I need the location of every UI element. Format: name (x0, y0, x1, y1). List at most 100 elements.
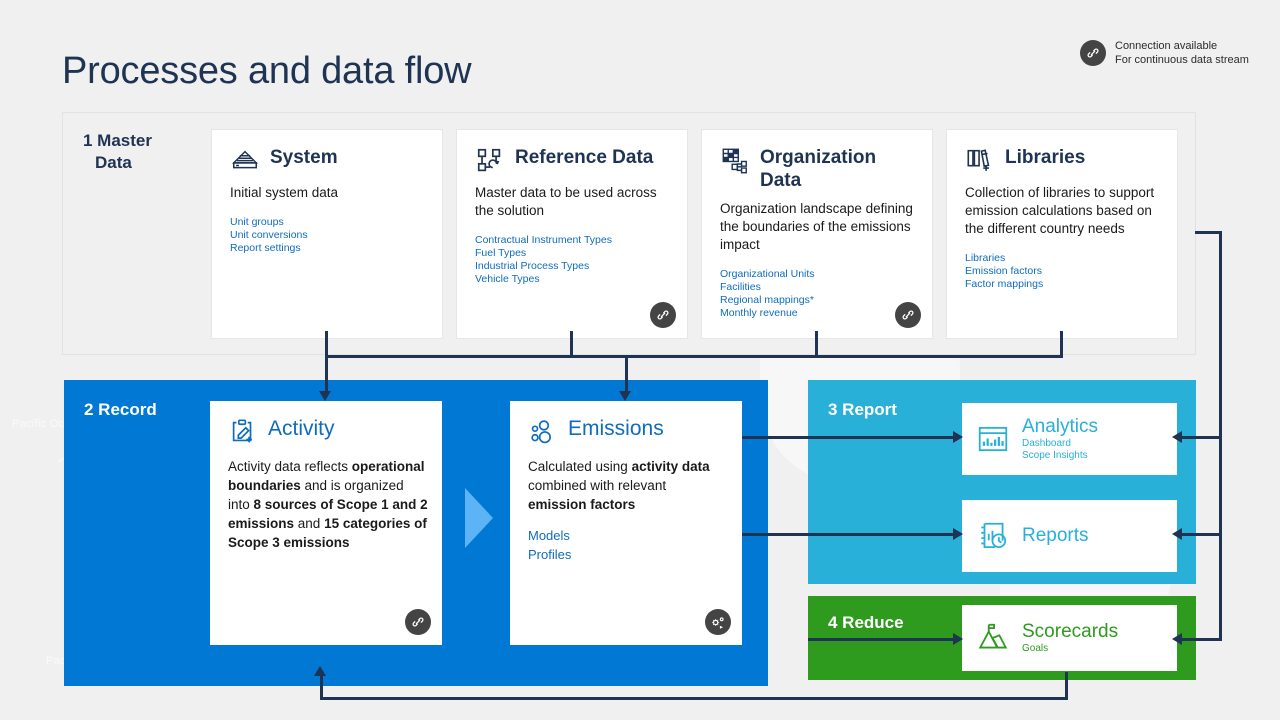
connector-emissions-to-analytics (742, 436, 957, 439)
page-title: Processes and data flow (62, 50, 472, 92)
section-master-data-label: 1 Master Data (83, 130, 193, 174)
arrowhead-right-bus-to-reports (1172, 528, 1182, 540)
link-libraries[interactable]: Libraries (965, 252, 1006, 264)
bubbles-icon (528, 417, 558, 447)
card-emissions-title: Emissions (568, 417, 664, 440)
link-contractual-instrument-types[interactable]: Contractual Instrument Types (475, 234, 612, 246)
card-libraries[interactable]: Libraries Collection of libraries to sup… (946, 129, 1178, 339)
connector-system-to-activity (325, 331, 328, 393)
chain-link-icon (650, 302, 676, 328)
card-reference-data-title: Reference Data (515, 147, 654, 168)
connector-master-bus (325, 355, 1063, 358)
section-master-data: 1 Master Data System Initial system data… (62, 112, 1196, 355)
link-profiles[interactable]: Profiles (528, 547, 572, 562)
card-activity-body: Activity data reflects operational bound… (228, 459, 428, 550)
connector-feedback-bottom (320, 697, 1068, 700)
gear-flow-icon (705, 609, 731, 635)
section-report: 3 Report Analytics Dashboard Scope Insig… (808, 380, 1196, 584)
card-reports[interactable]: Reports (962, 500, 1177, 572)
card-libraries-header: Libraries (947, 130, 1177, 176)
connector-bus-to-emissions (625, 355, 628, 393)
link-fuel-types[interactable]: Fuel Types (475, 247, 527, 259)
org-grid-icon (720, 146, 750, 176)
card-libraries-title: Libraries (1005, 147, 1086, 168)
connector-libraries-right-top (1195, 231, 1222, 234)
connector-reduce-left-feed (808, 638, 957, 641)
link-facilities[interactable]: Facilities (720, 281, 761, 293)
server-stack-icon (230, 146, 260, 176)
link-regional-mappings[interactable]: Regional mappings* (720, 294, 814, 306)
card-scorecards-title: Scorecards (1022, 620, 1119, 642)
mountain-flag-icon (976, 621, 1010, 655)
link-industrial-process-types[interactable]: Industrial Process Types (475, 260, 590, 272)
arrowhead-right-bus-to-scorecards (1172, 633, 1182, 645)
chain-link-icon (1080, 40, 1106, 66)
card-analytics[interactable]: Analytics Dashboard Scope Insights (962, 403, 1177, 475)
section-report-label: 3 Report (828, 400, 897, 419)
section-reduce: 4 Reduce Scorecards Goals (808, 596, 1196, 680)
connector-right-bus-to-analytics (1182, 436, 1222, 439)
card-system-header: System (212, 130, 442, 176)
card-activity[interactable]: Activity Activity data reflects operatio… (210, 401, 442, 645)
link-factor-mappings[interactable]: Factor mappings (965, 278, 1044, 290)
card-scorecards-text: Scorecards Goals (1022, 621, 1118, 656)
card-analytics-sub-scope-insights: Scope Insights (1022, 450, 1088, 461)
connector-organization-down (815, 331, 818, 357)
card-organization-data-description: Organization landscape defining the boun… (720, 201, 913, 252)
reference-nodes-icon (475, 146, 505, 176)
link-models[interactable]: Models (528, 528, 570, 543)
connection-legend: Connection available For continuous data… (1080, 39, 1249, 67)
section-record-label: 2 Record (84, 400, 157, 419)
arrowhead-bus-to-emissions (619, 391, 631, 401)
section-master-data-label-line2: Data (95, 153, 132, 172)
connector-right-bus-to-scorecards (1182, 638, 1222, 641)
section-reduce-label: 4 Reduce (828, 613, 904, 632)
card-reference-data[interactable]: Reference Data Master data to be used ac… (456, 129, 688, 339)
card-activity-title: Activity (268, 417, 335, 440)
card-organization-data-title: Organization Data (760, 147, 877, 191)
card-system[interactable]: System Initial system data Unit groups U… (211, 129, 443, 339)
card-scorecards[interactable]: Scorecards Goals (962, 605, 1177, 671)
card-system-title: System (270, 147, 338, 168)
card-analytics-title: Analytics (1022, 415, 1099, 437)
arrowhead-feedback-to-activity (314, 666, 326, 676)
connector-feedback-up-to-activity (320, 676, 323, 698)
flow-arrow-activity-to-emissions (465, 488, 493, 548)
legend-line-1: Connection available (1115, 40, 1218, 52)
connector-right-bus (1219, 231, 1222, 640)
connection-legend-text: Connection available For continuous data… (1115, 39, 1249, 67)
link-vehicle-types[interactable]: Vehicle Types (475, 273, 540, 285)
arrowhead-system-to-activity (319, 391, 331, 401)
clipboard-edit-icon (228, 417, 258, 447)
arrowhead-reduce-left-feed (953, 633, 963, 645)
connector-right-bus-to-reports (1182, 533, 1222, 536)
card-scorecards-sub-goals: Goals (1022, 642, 1049, 654)
card-organization-data[interactable]: Organization Data Organization landscape… (701, 129, 933, 339)
card-reports-title: Reports (1022, 525, 1089, 546)
connector-scorecards-down (1065, 672, 1068, 700)
link-unit-groups[interactable]: Unit groups (230, 216, 284, 228)
legend-line-2: For continuous data stream (1115, 54, 1249, 66)
section-master-data-label-line1: 1 Master (83, 131, 152, 150)
report-clock-icon (976, 519, 1010, 553)
link-emission-factors[interactable]: Emission factors (965, 265, 1043, 277)
card-activity-header: Activity (210, 401, 442, 447)
link-report-settings[interactable]: Report settings (230, 242, 301, 254)
card-emissions-links: Models Profiles (510, 514, 742, 564)
link-monthly-revenue[interactable]: Monthly revenue (720, 307, 798, 319)
card-organization-data-header: Organization Data (702, 130, 932, 192)
connector-libraries-down (1060, 331, 1063, 357)
link-unit-conversions[interactable]: Unit conversions (230, 229, 308, 241)
card-analytics-text: Analytics Dashboard Scope Insights (1022, 416, 1098, 463)
bar-chart-panel-icon (976, 422, 1010, 456)
link-organizational-units[interactable]: Organizational Units (720, 268, 815, 280)
card-analytics-sub-dashboard: Dashboard (1022, 437, 1071, 449)
card-organization-data-links: Organizational Units Facilities Regional… (702, 254, 932, 320)
card-libraries-links: Libraries Emission factors Factor mappin… (947, 238, 1177, 291)
card-reference-data-header: Reference Data (457, 130, 687, 176)
card-emissions[interactable]: Emissions Calculated using activity data… (510, 401, 742, 645)
card-system-description: Initial system data (230, 185, 339, 200)
card-reference-data-links: Contractual Instrument Types Fuel Types … (457, 220, 687, 286)
card-emissions-body: Calculated using activity data combined … (528, 459, 710, 512)
